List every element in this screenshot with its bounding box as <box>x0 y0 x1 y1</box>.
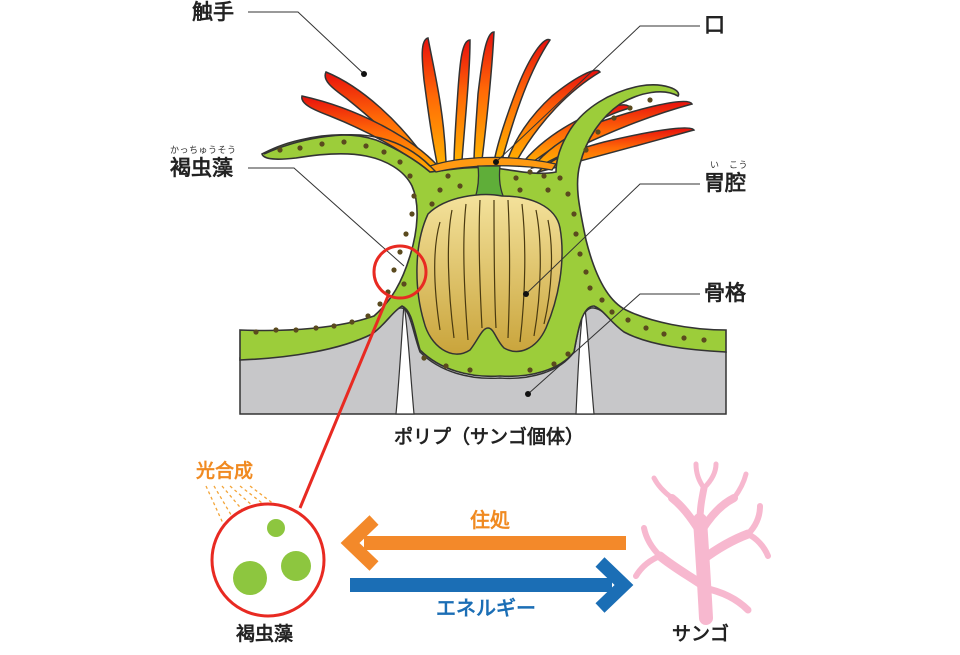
label-zooxanthellae: 褐虫藻 <box>170 156 233 180</box>
zooxanthella-dot <box>517 187 523 193</box>
zooxanthella-dot <box>643 325 649 331</box>
zooxanthella-dot <box>541 173 547 179</box>
zooxanthella-dot <box>377 301 383 307</box>
zooxanthella-dot <box>587 285 593 291</box>
zooxanthella-dot <box>341 139 347 145</box>
zooxanthella-dot <box>565 351 571 357</box>
zooxanthella-dot <box>701 337 707 343</box>
zooxanthella-dot <box>445 173 451 179</box>
zooxanthella-dot <box>407 173 413 179</box>
zooxanthella-dot <box>429 201 435 207</box>
zooxanthella-dot <box>421 355 427 361</box>
zooxanthella-dot <box>349 319 355 325</box>
label-skeleton: 骨格 <box>704 281 746 305</box>
zooxanthella-dot <box>681 335 687 341</box>
zooxanthella-dot <box>573 231 579 237</box>
polyp-collar <box>428 156 558 173</box>
zoom-circle-small <box>372 244 428 300</box>
zooxanthella-dot <box>551 361 557 367</box>
zooxanthellae-dots <box>253 97 707 373</box>
label-coral: サンゴ <box>672 623 730 645</box>
label-energy: エネルギー <box>436 596 536 620</box>
zooxanthella-dot <box>331 323 337 329</box>
zooxanthella-dot <box>277 147 283 153</box>
label-tentacle: 触手 <box>192 0 234 24</box>
zooxanthella-dot <box>599 297 605 303</box>
leader-dots <box>361 71 531 397</box>
coral-branch-icon <box>633 461 771 625</box>
zooxanthella-dot <box>457 183 463 189</box>
zooxanthella-dot <box>527 367 533 373</box>
label-housing: 住処 <box>470 508 510 532</box>
zooxanthella-dot <box>565 191 571 197</box>
zoom-connector <box>298 295 390 509</box>
ruby-gastric-cavity: い こう <box>710 161 749 171</box>
label-zooxanthellae-bottom: 褐虫藻 <box>236 623 294 645</box>
polyp-lip-left <box>263 134 431 167</box>
zooxanthella-dot <box>443 363 449 369</box>
zooxanthella-dot <box>293 327 299 333</box>
zooxanthella-dot <box>609 309 615 315</box>
zooxanthella-dot <box>313 325 319 331</box>
leader-lines <box>248 11 700 395</box>
zooxanthella-dot <box>583 269 589 275</box>
label-photosynthesis: 光合成 <box>196 460 254 482</box>
zooxanthella-dot <box>467 367 473 373</box>
zooxanthella-dot <box>527 169 533 175</box>
zooxanthella-dot <box>557 175 563 181</box>
zooxanthella-dot <box>513 175 519 181</box>
zooxanthella-dot <box>577 251 583 257</box>
zooxanthella-dot <box>381 149 387 155</box>
zooxanthella-dot <box>583 147 589 153</box>
gastric-cavity-folds <box>434 199 553 343</box>
zooxanthella-dot <box>409 211 415 217</box>
ruby-zooxanthellae: かっちゅうそう <box>170 146 237 156</box>
zooxanthella-dot <box>297 145 303 151</box>
zooxanthella-dot <box>319 141 325 147</box>
zooxanthella-dot <box>363 143 369 149</box>
label-gastric-cavity: 胃腔 <box>704 171 746 195</box>
algae-cell-icon <box>210 502 326 618</box>
zooxanthella-dot <box>625 317 631 323</box>
label-mouth: 口 <box>704 13 725 37</box>
zooxanthella-dot <box>545 187 551 193</box>
zooxanthella-dot <box>365 313 371 319</box>
zooxanthella-dot <box>647 97 653 103</box>
zooxanthella-dot <box>571 211 577 217</box>
zooxanthella-dot <box>611 115 617 121</box>
zooxanthella-dot <box>661 331 667 337</box>
zooxanthella-dot <box>411 193 417 199</box>
energy-arrow <box>350 557 634 613</box>
zooxanthella-dot <box>403 231 409 237</box>
zooxanthella-dot <box>397 249 403 255</box>
zooxanthella-dot <box>595 129 601 135</box>
label-polyp-caption: ポリプ（サンゴ個体） <box>394 426 585 448</box>
zooxanthella-dot <box>437 187 443 193</box>
zooxanthella-dot <box>397 159 403 165</box>
zooxanthella-dot <box>627 105 633 111</box>
housing-arrow <box>340 515 626 571</box>
zooxanthella-dot <box>253 329 259 335</box>
zooxanthella-dot <box>401 281 407 287</box>
gastric-cavity <box>416 193 563 355</box>
zooxanthella-dot <box>391 267 397 273</box>
zooxanthella-dot <box>273 327 279 333</box>
